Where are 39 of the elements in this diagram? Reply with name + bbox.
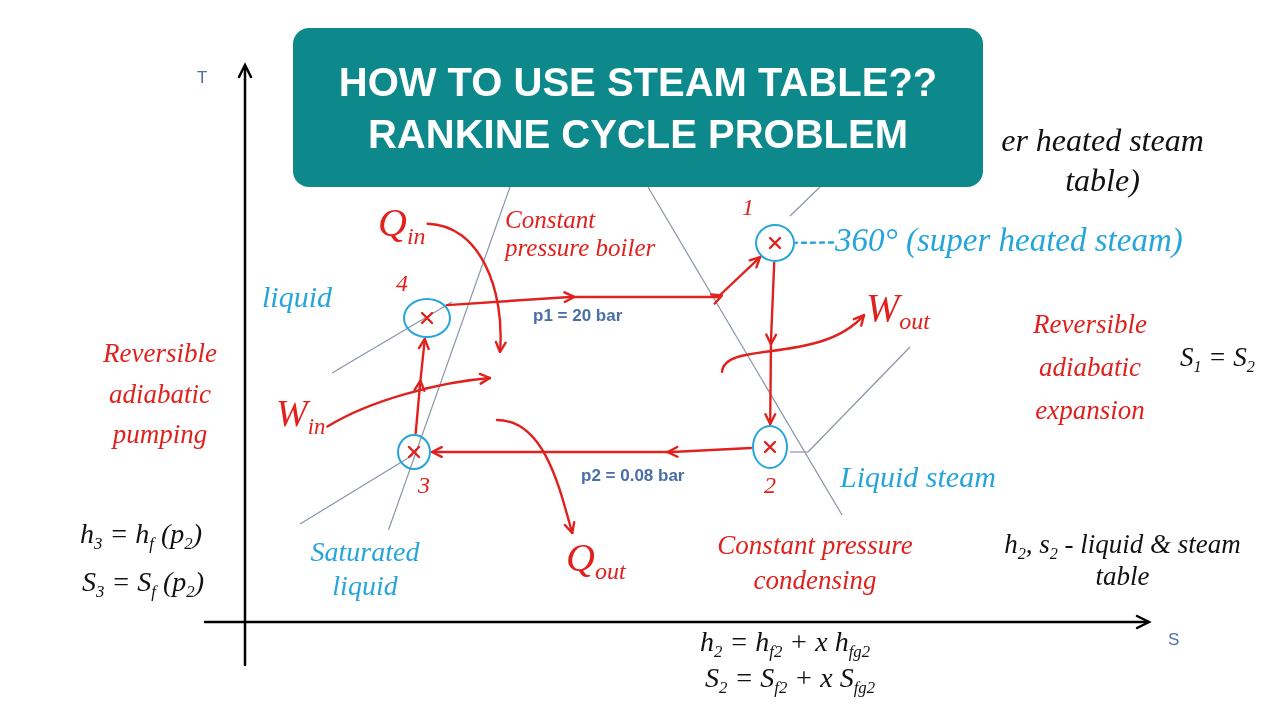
state-number: 3 [418,472,430,500]
heat-arrow [426,222,507,354]
process-arrow [764,261,778,426]
state-number: 1 [742,194,754,222]
state-point-circle [752,425,788,469]
formula: S$_{1}$ = S$_{2}$ [1180,342,1255,374]
state-point-circle [755,224,795,262]
formula: S$_{3}$ = S$_{f}$ (p$_{2}$) [82,566,204,599]
process-label: Constant pressure boiler [505,206,657,261]
axis-label: T [197,68,208,88]
work-arrow [720,313,866,374]
process-arrow [445,255,762,307]
process-label: Reversible adiabatic expansion [1032,308,1148,428]
title: HOW TO USE STEAM TABLE?? RANKINE CYCLE PROBLEM [337,58,939,158]
heat-input-symbol: Q$_{in}$ [378,200,426,246]
leader-line [794,241,835,244]
work-input-symbol: W$_{in}$ [276,392,326,436]
formula: h$_{3}$ = h$_{f}$ (p$_{2}$) [80,518,202,551]
state-number: 2 [764,472,776,500]
phase-label: liquid [262,280,332,315]
process-arrow [413,337,430,435]
process-arrow [430,445,753,458]
heat-arrow [495,418,576,535]
formula: h$_{2}$ = h$_{f2}$ + x h$_{fg2}$ [700,626,871,659]
work-arrow [326,372,492,428]
state-point-circle [397,434,431,470]
phase-label: Saturated liquid [309,535,421,603]
note-text: er heated steam table) [1000,121,1205,200]
state-point-circle [403,298,451,338]
phase-label: Liquid steam [840,460,996,495]
work-output-symbol: W$_{out}$ [866,285,930,331]
heat-output-symbol: Q$_{out}$ [566,535,626,581]
note-text: h$_{2}$, s$_{2}$ - liquid & steam table [1003,528,1242,593]
temperature-note: 360° (super heated steam) [835,222,1183,260]
formula: S$_{2}$ = S$_{f2}$ + x S$_{fg2}$ [705,662,876,695]
state-number: 4 [396,270,408,298]
process-label: Constant pressure condensing [716,529,914,598]
axis-label: S [1168,630,1180,650]
process-label: Reversible adiabatic pumping [102,337,218,451]
